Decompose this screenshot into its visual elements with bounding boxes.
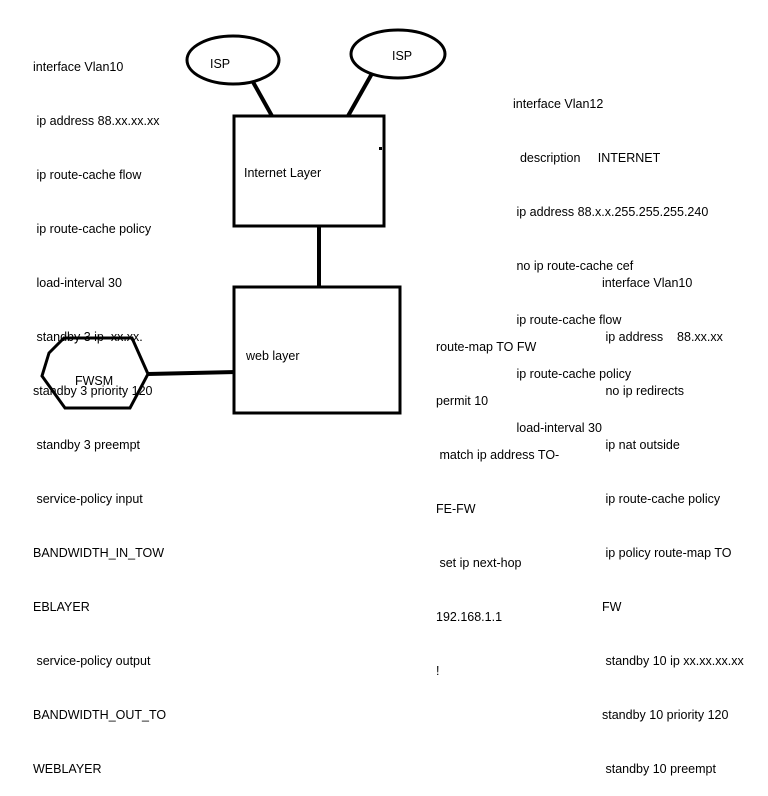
config-line: ip route-cache flow <box>513 313 622 327</box>
vlan10-top-config: interface Vlan10 ip address 88.xx.xx.xx … <box>33 22 166 796</box>
config-line: no ip redirects <box>602 384 684 398</box>
isp-left-node: ISP <box>185 34 281 86</box>
config-line: BANDWIDTH_OUT_TO <box>33 708 167 722</box>
config-line: 192.168.1.1 <box>436 610 503 624</box>
config-line: ip route-cache flow <box>33 168 142 182</box>
config-line: standby 10 ip xx.xx.xx.xx <box>602 654 744 668</box>
network-diagram: ISP ISP Internet Layer web layer FWSM <box>40 28 447 415</box>
config-line: FE-FW <box>436 502 476 516</box>
internet-layer-node: Internet Layer <box>232 114 386 228</box>
config-line: ! <box>436 664 440 678</box>
config-line: interface Vlan10 <box>602 276 693 290</box>
config-line: EBLAYER <box>33 600 90 614</box>
config-line: ip address 88.xx.xx.xx <box>33 114 160 128</box>
fwsm-node: FWSM <box>40 336 150 410</box>
config-line: match ip address TO- <box>436 448 560 462</box>
config-line: ip policy route-map TO <box>602 546 732 560</box>
config-line: load-interval 30 <box>513 421 602 435</box>
config-line: WEBLAYER <box>33 762 102 776</box>
config-line: ip nat outside <box>602 438 680 452</box>
link-isp-left-internet <box>251 81 274 117</box>
fwsm-label: FWSM <box>75 374 113 388</box>
config-line: ip address 88.xx.xx <box>602 330 723 344</box>
config-line: standby 10 priority 120 <box>602 708 729 722</box>
config-line: ip route-cache policy <box>602 492 721 506</box>
web-layer-label: web layer <box>245 349 300 363</box>
config-line: interface Vlan10 <box>33 60 124 74</box>
vlan12-config: interface Vlan12 description INTERNET ip… <box>513 59 708 455</box>
web-layer-node: web layer <box>232 285 402 415</box>
config-line: BANDWIDTH_IN_TOW <box>33 546 165 560</box>
route-map-config: route-map TO FW permit 10 match ip addre… <box>436 302 559 698</box>
config-line: no ip route-cache cef <box>513 259 634 273</box>
vlan10-bottom-config: interface Vlan10 ip address 88.xx.xx no … <box>602 238 744 796</box>
link-fwsm-web <box>147 370 237 376</box>
config-line: standby 3 preempt <box>33 438 141 452</box>
isp-right-node: ISP <box>349 28 447 80</box>
config-line: standby 10 preempt <box>602 762 716 776</box>
config-line: permit 10 <box>436 394 489 408</box>
config-line: load-interval 30 <box>33 276 122 290</box>
config-line: ip route-cache policy <box>33 222 152 236</box>
config-line: standby 3 ip xx.xx. <box>33 330 143 344</box>
config-line: standby 3 priority 120 <box>33 384 153 398</box>
config-line: service-policy output <box>33 654 151 668</box>
isp-right-label: ISP <box>392 49 412 63</box>
config-line: ip route-cache policy <box>513 367 632 381</box>
config-line: route-map TO FW <box>436 340 537 354</box>
isp-left-label: ISP <box>210 57 230 71</box>
config-line: service-policy input <box>33 492 143 506</box>
internet-layer-label: Internet Layer <box>244 166 321 180</box>
config-line: ip address 88.x.x.255.255.255.240 <box>513 205 709 219</box>
config-line: set ip next-hop <box>436 556 522 570</box>
link-isp-right-internet <box>346 69 376 117</box>
config-line: FW <box>602 600 622 614</box>
config-line: description INTERNET <box>513 151 661 165</box>
config-line: interface Vlan12 <box>513 97 604 111</box>
